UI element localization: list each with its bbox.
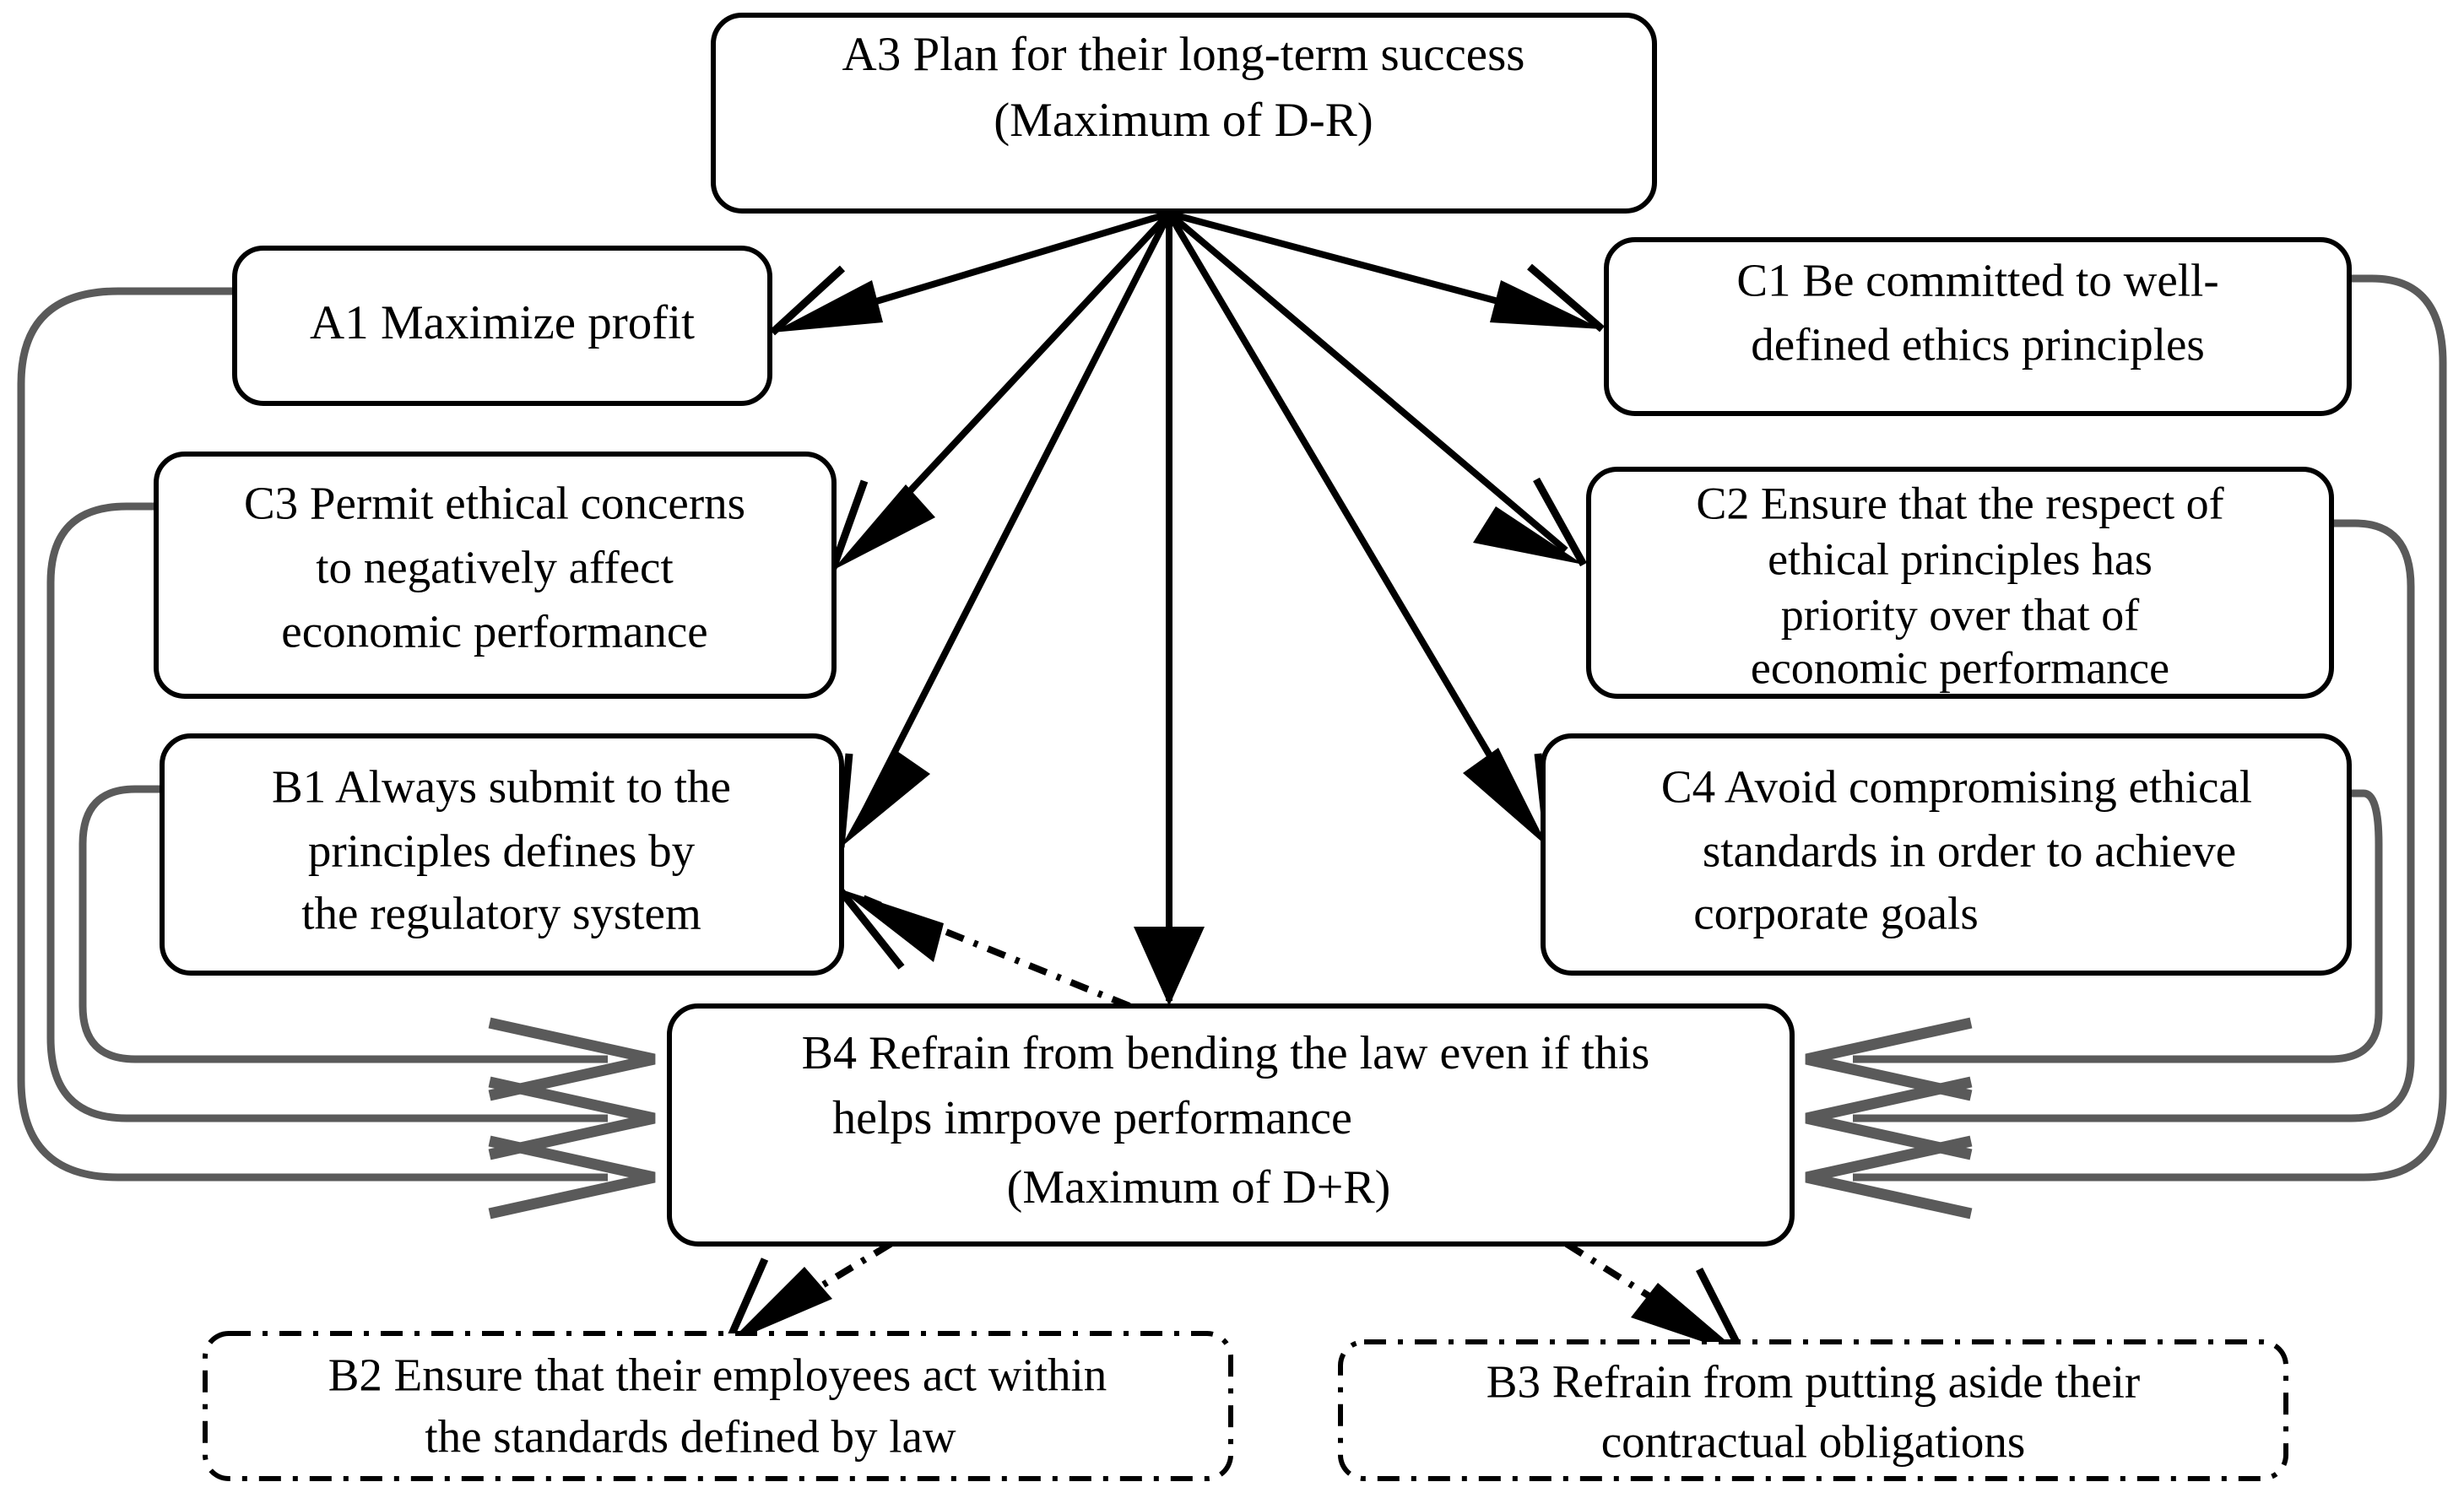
node-c4-line-2: standards in order to achieve xyxy=(1703,825,2236,877)
node-c1-box[interactable] xyxy=(1604,237,2352,416)
node-b3-line-1: B3 Refrain from putting aside their xyxy=(1487,1356,2140,1408)
node-c4[interactable]: C4 Avoid compromising ethical standards … xyxy=(1541,733,2352,976)
node-c1-line-1: C1 Be committed to well- xyxy=(1736,255,2218,306)
loop-c1-to-b4 xyxy=(1805,274,2447,1220)
node-b2-line-1: B2 Ensure that their employees act withi… xyxy=(328,1349,1107,1401)
node-a3-box[interactable] xyxy=(711,13,1657,214)
edge-a3-to-c3 xyxy=(828,211,1172,572)
node-b1[interactable]: B1 Always submit to the principles defin… xyxy=(160,733,844,976)
node-c3-line-3: economic performance xyxy=(281,606,707,657)
node-b1-line-3: the regulatory system xyxy=(301,888,701,939)
node-b4[interactable]: B4 Refrain from bending the law even if … xyxy=(667,1003,1795,1247)
node-b3-line-2: contractual obligations xyxy=(1601,1416,2026,1468)
edge-a3-to-c1 xyxy=(1167,210,1605,333)
node-b4-line-2: helps imrpove performance xyxy=(832,1092,1352,1144)
node-b1-box[interactable] xyxy=(160,733,844,976)
node-c2-box[interactable] xyxy=(1586,467,2334,699)
node-b4-box[interactable] xyxy=(667,1003,1795,1247)
edge-a3-to-a1 xyxy=(769,210,1171,336)
loop-a1-to-b4 xyxy=(17,287,656,1220)
node-a1[interactable]: A1 Maximize profit xyxy=(232,246,772,406)
node-c2[interactable]: C2 Ensure that the respect of ethical pr… xyxy=(1586,467,2334,699)
node-a1-line-1: A1 Maximize profit xyxy=(310,296,695,349)
node-c2-line-3: priority over that of xyxy=(1781,589,2139,640)
node-b3-box[interactable] xyxy=(1338,1339,2288,1481)
node-a3-line-1: A3 Plan for their long-term success xyxy=(842,28,1525,81)
node-c4-line-1: C4 Avoid compromising ethical xyxy=(1661,761,2252,813)
node-c4-box[interactable] xyxy=(1541,733,2352,976)
node-c1[interactable]: C1 Be committed to well- defined ethics … xyxy=(1604,237,2352,416)
loop-b1-to-b4 xyxy=(79,785,656,1101)
node-c3[interactable]: C3 Permit ethical concerns to negatively… xyxy=(154,452,837,699)
edge-a3-to-c2 xyxy=(1167,210,1587,567)
node-a3[interactable]: A3 Plan for their long-term success (Max… xyxy=(711,13,1657,214)
node-a1-box[interactable] xyxy=(232,246,772,406)
edge-b4-to-b2 xyxy=(723,1241,893,1345)
edge-b4-to-b3 xyxy=(1564,1241,1747,1358)
node-c3-box[interactable] xyxy=(154,452,837,699)
node-a3-line-2: (Maximum of D-R) xyxy=(994,94,1373,147)
node-b4-line-3: (Maximum of D+R) xyxy=(1007,1161,1391,1214)
node-b4-line-1: B4 Refrain from bending the law even if … xyxy=(802,1027,1650,1079)
loop-c3-to-b4 xyxy=(46,502,656,1160)
node-b2-box[interactable] xyxy=(203,1331,1233,1481)
edge-b4-to-b1 xyxy=(836,886,1131,1009)
node-b1-line-2: principles defines by xyxy=(308,825,696,877)
node-c2-line-1: C2 Ensure that the respect of xyxy=(1696,478,2223,528)
node-c1-line-2: defined ethics principles xyxy=(1751,319,2205,370)
node-b3[interactable]: B3 Refrain from putting aside their cont… xyxy=(1338,1339,2288,1481)
loop-c2-to-b4 xyxy=(1805,519,2415,1160)
node-c4-line-3: corporate goals xyxy=(1693,888,1979,939)
node-c2-line-2: ethical principles has xyxy=(1768,533,2153,584)
node-b2-line-2: the standards defined by law xyxy=(425,1411,956,1463)
node-b2[interactable]: B2 Ensure that their employees act withi… xyxy=(203,1331,1233,1481)
node-c2-line-4: economic performance xyxy=(1751,642,2169,693)
node-c3-line-2: to negatively affect xyxy=(316,542,674,593)
edge-a3-to-b4 xyxy=(1134,214,1205,1006)
loop-c4-to-b4 xyxy=(1805,789,2383,1101)
node-c3-line-1: C3 Permit ethical concerns xyxy=(244,478,745,529)
node-b1-line-1: B1 Always submit to the xyxy=(272,761,731,813)
